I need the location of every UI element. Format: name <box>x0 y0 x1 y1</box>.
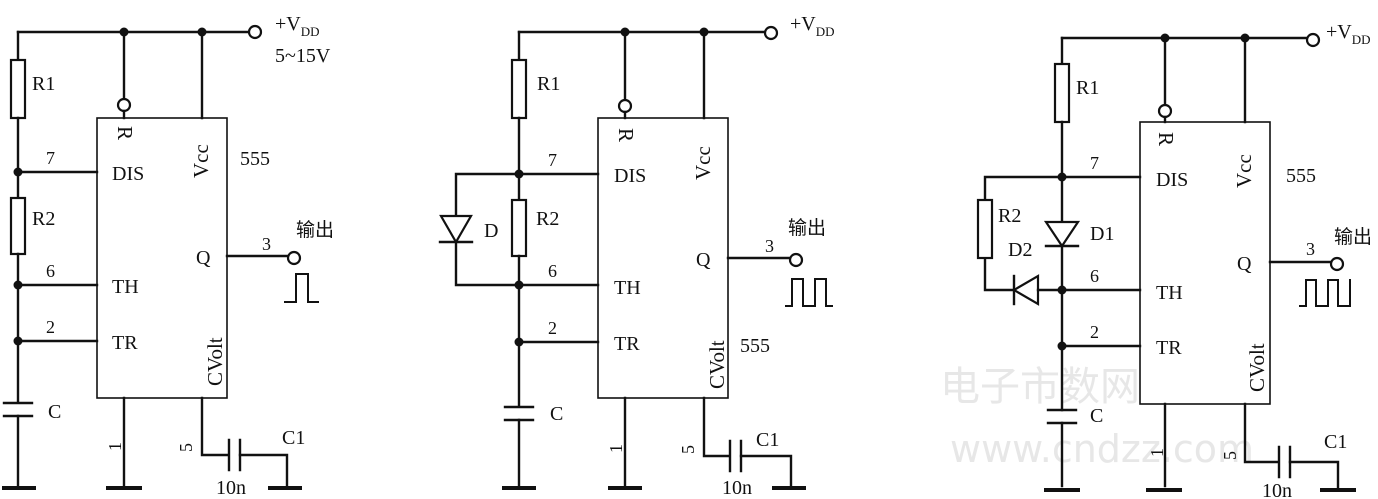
vcc-pin-label: Vcc <box>691 146 715 180</box>
cvolt-pin-label: CVolt <box>203 337 227 386</box>
vcc-pin-label: Vcc <box>189 144 213 178</box>
svg-text:6: 6 <box>1090 266 1099 286</box>
r1-label: R1 <box>32 73 55 95</box>
q-pin-label: Q <box>196 247 211 269</box>
svg-text:3: 3 <box>262 234 271 254</box>
capacitor-c <box>1046 408 1078 425</box>
diode-d <box>439 214 473 245</box>
vdd-label: +VDD <box>790 13 835 39</box>
svg-text:6: 6 <box>46 261 55 281</box>
c1-label: C1 <box>1324 431 1347 453</box>
resistor-r2 <box>976 198 994 260</box>
svg-text:5: 5 <box>176 443 196 452</box>
cvolt-pin-label: CVolt <box>705 340 729 389</box>
vdd-label: +VDD <box>275 13 320 39</box>
circuit-3-adjustable-duty-astable: +VDD R1 C D1 R2 D2 555 R Vcc 7 DIS 6 <box>976 21 1372 499</box>
output-pulse-icon <box>284 273 319 303</box>
dis-pin-label: DIS <box>1156 169 1188 191</box>
output-terminal <box>286 250 302 266</box>
cap-value-label: 10n <box>216 477 246 499</box>
reset-pin-label: R <box>113 126 137 140</box>
svg-text:2: 2 <box>548 318 557 338</box>
r1-label: R1 <box>1076 77 1099 99</box>
diode-d1 <box>1043 220 1081 248</box>
cap-value-label: 10n <box>1262 480 1292 499</box>
chip-555 <box>597 117 729 399</box>
th-pin-label: TH <box>614 277 641 299</box>
svg-text:7: 7 <box>46 148 55 168</box>
capacitor-c1 <box>227 438 242 472</box>
svg-text:5: 5 <box>678 445 698 454</box>
circuit-1-basic-astable: +VDD 5~15V R1 R2 C 555 R Vcc 7 DIS 6 TH … <box>2 13 334 499</box>
capacitor-c <box>2 401 34 418</box>
d1-label: D1 <box>1090 223 1114 245</box>
c1-label: C1 <box>282 427 305 449</box>
tr-pin-label: TR <box>614 333 640 355</box>
svg-text:3: 3 <box>765 236 774 256</box>
cap-value-label: 10n <box>722 477 752 499</box>
vdd-range-label: 5~15V <box>275 45 331 67</box>
vdd-label: +VDD <box>1326 21 1371 47</box>
c-label: C <box>550 403 563 425</box>
output-terminal <box>788 252 804 268</box>
th-pin-label: TH <box>112 276 139 298</box>
output-terminal <box>1329 256 1345 272</box>
diode-d2 <box>1011 274 1040 306</box>
th-pin-label: TH <box>1156 282 1183 304</box>
svg-text:1: 1 <box>105 442 125 451</box>
chip-555 <box>1139 121 1271 405</box>
svg-text:3: 3 <box>1306 239 1315 259</box>
svg-text:5: 5 <box>1220 451 1240 460</box>
dis-pin-label: DIS <box>614 165 646 187</box>
resistor-r1 <box>1053 62 1071 124</box>
tr-pin-label: TR <box>112 332 138 354</box>
capacitor-c1 <box>728 439 743 473</box>
svg-text:1: 1 <box>1147 448 1167 457</box>
dis-pin-label: DIS <box>112 163 144 185</box>
d-label: D <box>484 220 498 242</box>
svg-text:6: 6 <box>548 261 557 281</box>
d2-label: D2 <box>1008 239 1032 261</box>
vdd-terminal <box>247 24 263 40</box>
q-pin-label: Q <box>1237 253 1252 275</box>
r2-label: R2 <box>32 208 55 230</box>
c1-label: C1 <box>756 429 779 451</box>
output-pulse-icon <box>1299 279 1351 307</box>
r2-label: R2 <box>998 205 1021 227</box>
chip-label: 555 <box>740 335 770 357</box>
r2-label: R2 <box>536 208 559 230</box>
vcc-pin-label: Vcc <box>1232 154 1256 188</box>
vdd-terminal <box>1305 32 1321 48</box>
capacitor-c <box>503 405 535 422</box>
svg-text:2: 2 <box>46 317 55 337</box>
svg-text:7: 7 <box>1090 153 1099 173</box>
output-label: 输出 <box>296 219 334 241</box>
vdd-terminal <box>763 25 779 41</box>
chip-555 <box>96 117 228 399</box>
chip-label: 555 <box>240 148 270 170</box>
cvolt-pin-label: CVolt <box>1245 343 1269 392</box>
tr-pin-label: TR <box>1156 337 1182 359</box>
svg-text:2: 2 <box>1090 322 1099 342</box>
svg-text:7: 7 <box>548 150 557 170</box>
reset-pin-label: R <box>614 128 638 142</box>
r1-label: R1 <box>537 73 560 95</box>
resistor-r1 <box>9 58 27 120</box>
capacitor-c1 <box>1277 445 1292 479</box>
svg-text:1: 1 <box>606 444 626 453</box>
c-label: C <box>1090 405 1103 427</box>
output-label: 输出 <box>1334 226 1372 248</box>
output-pulse-icon <box>785 278 833 307</box>
output-label: 输出 <box>788 217 826 239</box>
resistor-r2 <box>510 198 528 258</box>
resistor-r2 <box>9 196 27 256</box>
reset-pin-label: R <box>1154 132 1178 146</box>
q-pin-label: Q <box>696 249 711 271</box>
c-label: C <box>48 401 61 423</box>
circuit-2-diode-astable: +VDD R1 R2 C D R Vcc 7 DIS 6 TH 2 TR <box>438 13 835 499</box>
watermark-text-url: www.cndzz.com <box>950 427 1254 471</box>
chip-label: 555 <box>1286 165 1316 187</box>
resistor-r1 <box>510 58 528 120</box>
